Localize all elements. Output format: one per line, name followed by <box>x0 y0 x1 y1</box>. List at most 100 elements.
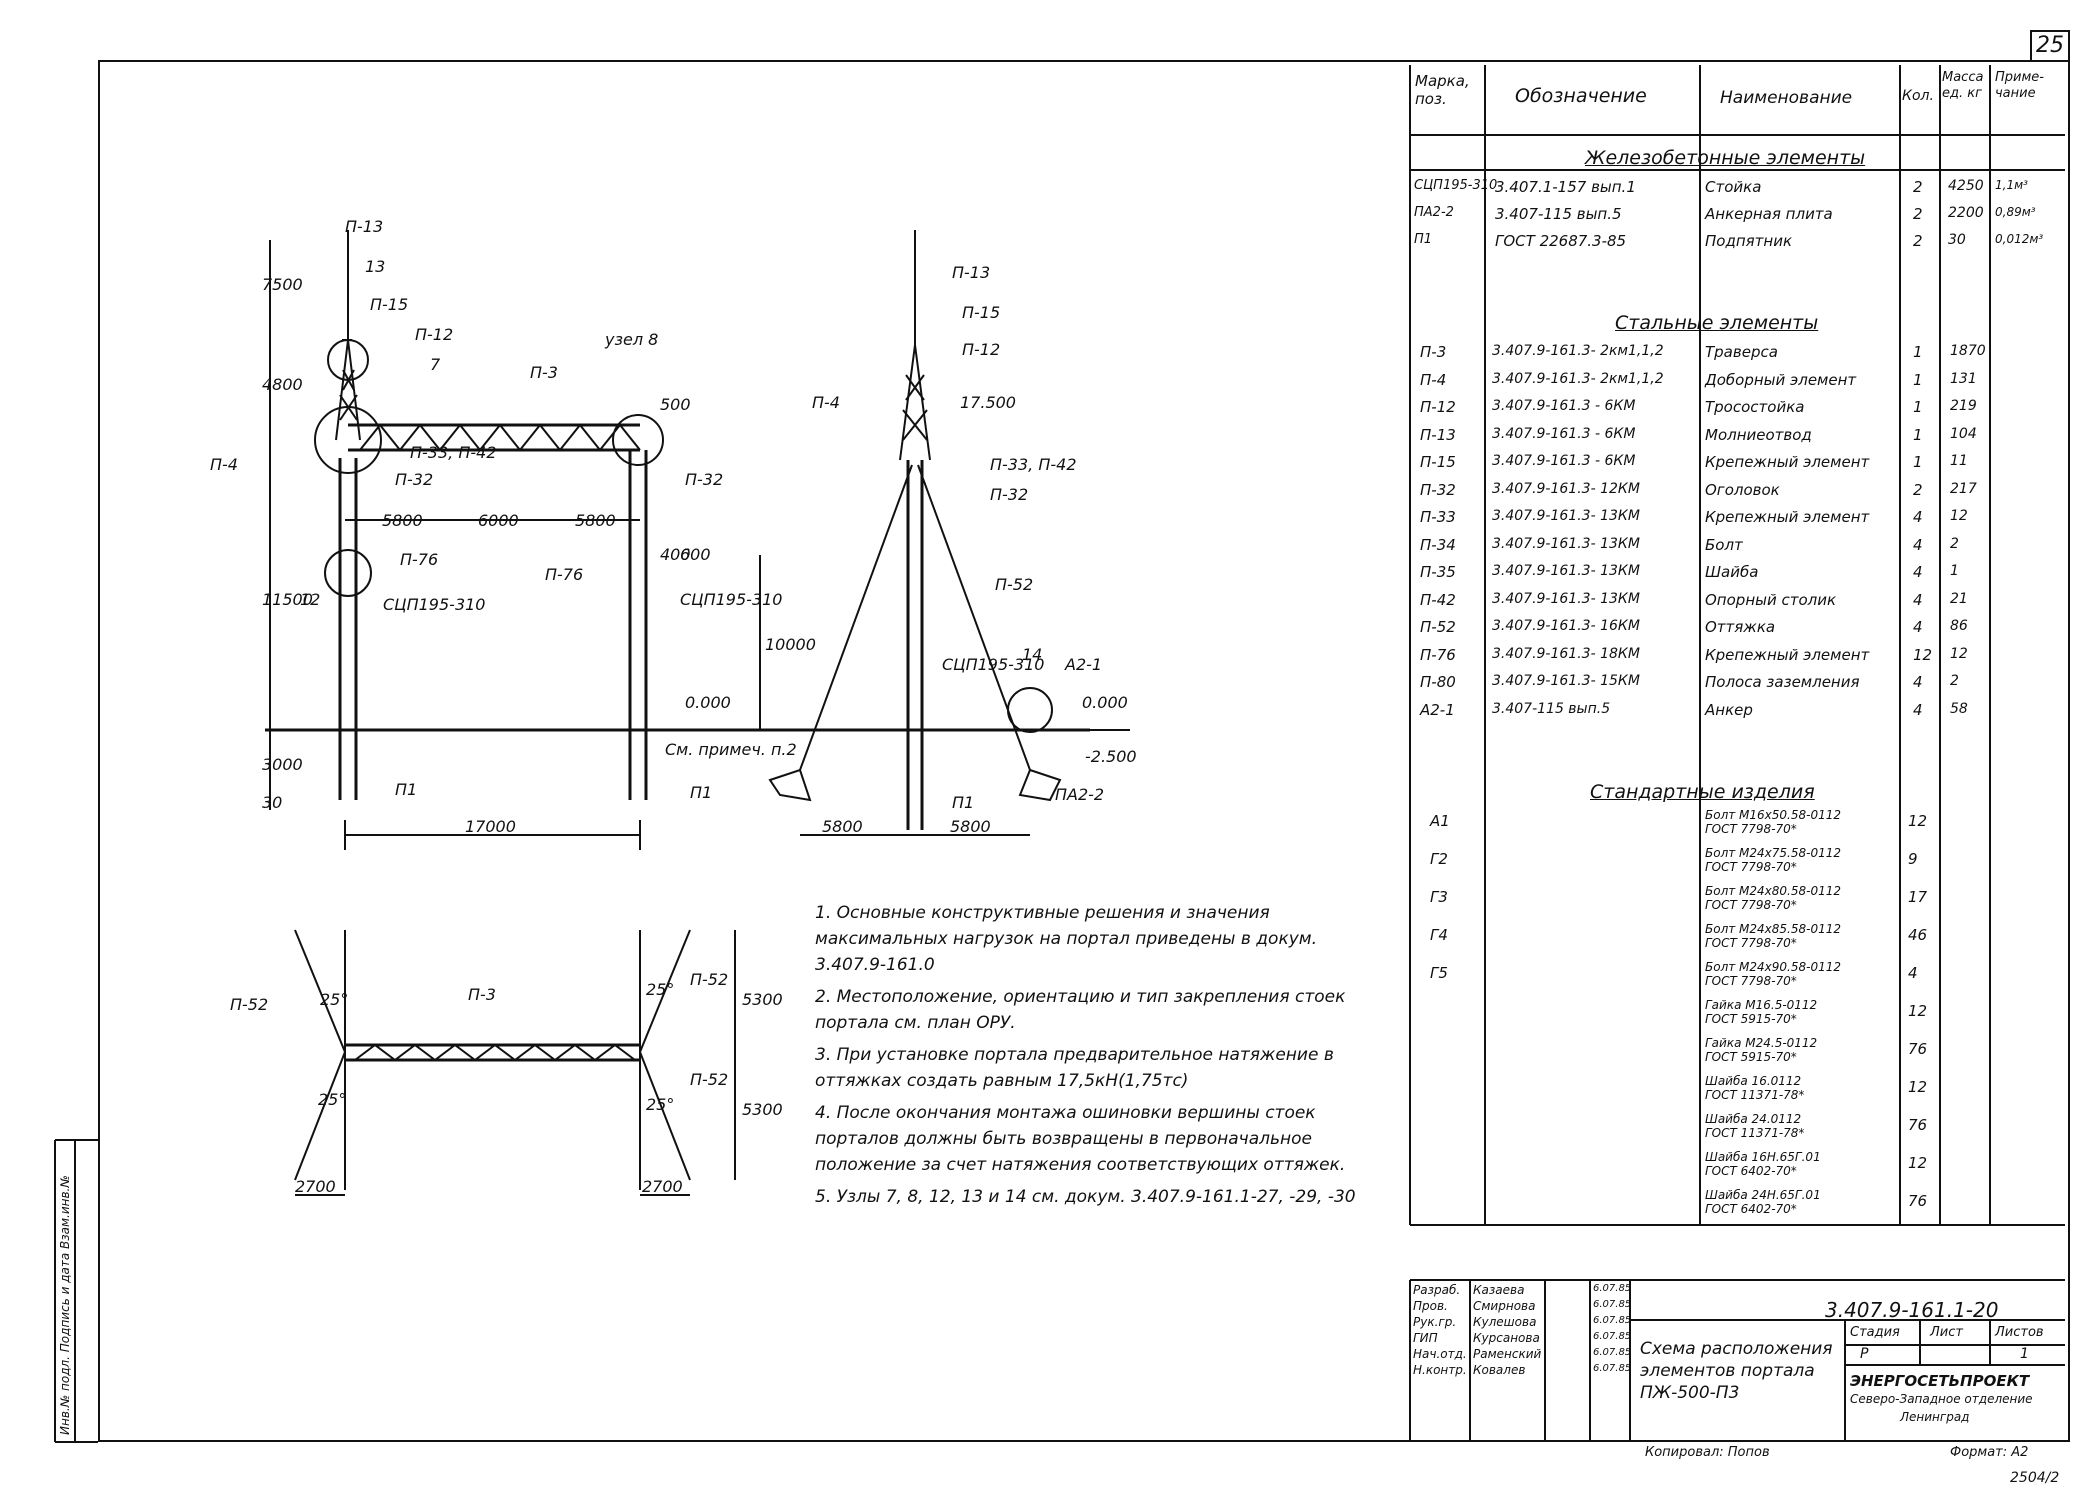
std-name: Болт М24х80.58-0112 <box>1705 884 1841 898</box>
steel-qty: 4 <box>1913 508 1923 526</box>
steel-designation: 3.407.9-161.3- 16КМ <box>1492 618 1640 634</box>
label-side-scp: СЦП195-310 <box>942 655 1044 674</box>
steel-name: Болт <box>1705 535 1743 554</box>
note-3: 3. При установке портала предварительное… <box>815 1045 1334 1091</box>
steel-mass: 217 <box>1950 480 1977 497</box>
std-name: Шайба 16.0112 <box>1705 1074 1802 1088</box>
dim-5800-b: 5800 <box>575 511 616 530</box>
steel-qty: 1 <box>1913 425 1923 444</box>
std-qty: 17 <box>1908 888 1928 906</box>
steel-mass: 131 <box>1950 370 1977 387</box>
std-mark: А1 <box>1430 812 1450 830</box>
steel-qty: 4 <box>1913 700 1923 719</box>
tb-date: 6.07.85 <box>1593 1347 1632 1358</box>
tb-date: 6.07.85 <box>1593 1363 1632 1374</box>
steel-mass: 12 <box>1950 645 1968 662</box>
rc-mass: 2200 <box>1948 205 1984 221</box>
label-uzel8: узел 8 <box>604 330 658 349</box>
rc-designation: 3.407.1-157 вып.1 <box>1495 178 1636 196</box>
note-1: 1. Основные конструктивные решения и зна… <box>815 903 1318 975</box>
general-notes: 1. Основные конструктивные решения и зна… <box>815 900 1375 1216</box>
steel-mark: П-4 <box>1420 370 1447 389</box>
steel-qty: 1 <box>1913 343 1923 361</box>
steel-mark: П-13 <box>1420 425 1456 444</box>
label-side-p15: П-15 <box>962 303 1000 322</box>
tb-role: Н.контр. <box>1413 1363 1467 1377</box>
plan-angle-1: 25° <box>320 990 348 1009</box>
steel-designation: 3.407.9-161.3- 15КМ <box>1492 673 1640 689</box>
label-side-p32: П-32 <box>990 485 1028 504</box>
tb-name: Казаева <box>1473 1283 1525 1297</box>
steel-name: Анкер <box>1705 700 1753 719</box>
steel-mark: П-80 <box>1420 673 1456 691</box>
steel-designation: 3.407.9-161.3- 13КМ <box>1492 590 1640 607</box>
rc-qty: 2 <box>1913 232 1923 250</box>
label-12: 12 <box>300 590 320 609</box>
steel-mass: 1 <box>1950 563 1959 579</box>
header-name: Наименование <box>1720 88 1853 108</box>
steel-mark: П-34 <box>1420 535 1456 554</box>
dim-6000: 6000 <box>478 511 519 530</box>
label-side-p33p42: П-33, П-42 <box>990 455 1077 474</box>
steel-qty: 4 <box>1913 618 1923 636</box>
rc-note: 1,1м³ <box>1995 178 2028 192</box>
steel-mass: 2 <box>1950 535 1959 552</box>
steel-mass: 1870 <box>1950 343 1986 359</box>
std-standard: ГОСТ 11371-78* <box>1705 1088 1805 1102</box>
std-qty: 9 <box>1908 850 1918 868</box>
note-2: 2. Местоположение, ориентацию и тип закр… <box>815 987 1346 1033</box>
std-qty: 46 <box>1908 926 1928 944</box>
label-snote: См. примеч. п.2 <box>665 740 797 759</box>
std-qty: 76 <box>1908 1040 1928 1058</box>
steel-designation: 3.407-115 вып.5 <box>1492 700 1611 717</box>
steel-qty: 1 <box>1913 398 1923 416</box>
plan-angle-4: 25° <box>646 1095 674 1114</box>
header-qty: Кол. <box>1902 88 1934 104</box>
rc-note: 0,012м³ <box>1995 232 2044 246</box>
rc-qty: 2 <box>1913 178 1923 196</box>
tb-date: 6.07.85 <box>1593 1315 1632 1326</box>
std-standard: ГОСТ 7798-70* <box>1705 936 1797 950</box>
note-4: 4. После окончания монтажа ошиновки верш… <box>815 1103 1346 1175</box>
steel-qty: 4 <box>1913 535 1923 554</box>
note-5: 5. Узлы 7, 8, 12, 13 и 14 см. докум. 3.4… <box>815 1187 1356 1207</box>
std-standard: ГОСТ 7798-70* <box>1705 974 1797 988</box>
tb-role: Нач.отд. <box>1413 1347 1467 1361</box>
format: Формат: А2 <box>1950 1445 2029 1460</box>
steel-mark: П-32 <box>1420 480 1456 499</box>
std-standard: ГОСТ 7798-70* <box>1705 898 1797 912</box>
steel-mark: П-15 <box>1420 453 1456 471</box>
std-standard: ГОСТ 5915-70* <box>1705 1012 1797 1026</box>
dim-400: 400 <box>660 545 691 564</box>
rc-name: Стойка <box>1705 178 1762 196</box>
steel-name: Оттяжка <box>1705 618 1776 636</box>
rc-mark: СЦП195-310 <box>1414 178 1498 193</box>
steel-name: Шайба <box>1705 563 1759 581</box>
rc-designation: 3.407-115 вып.5 <box>1495 205 1622 223</box>
steel-mass: 219 <box>1950 398 1977 414</box>
steel-mass: 86 <box>1950 618 1968 634</box>
std-mark: Г4 <box>1430 926 1448 944</box>
tb-role: Рук.гр. <box>1413 1315 1457 1329</box>
label-scp-left: СЦП195-310 <box>383 595 485 614</box>
steel-mass: 12 <box>1950 508 1968 524</box>
steel-qty: 4 <box>1913 590 1923 609</box>
section-std: Стандартные изделия <box>1590 781 1815 803</box>
label-7: 7 <box>430 355 441 374</box>
header-note: Приме- чание <box>1995 70 2044 101</box>
label-p3: П-3 <box>530 363 558 382</box>
dim-600: 600 <box>680 545 711 564</box>
std-qty: 12 <box>1908 812 1928 830</box>
steel-qty: 1 <box>1913 453 1923 471</box>
dim-minus2500: -2.500 <box>1085 747 1137 766</box>
sheet-number: 25 <box>2030 30 2070 60</box>
steel-qty: 1 <box>1913 370 1923 389</box>
rc-designation: ГОСТ 22687.3-85 <box>1495 232 1627 250</box>
copied-by: Копировал: Попов <box>1645 1445 1770 1460</box>
steel-qty: 4 <box>1913 563 1923 581</box>
steel-name: Опорный столик <box>1705 590 1837 609</box>
rc-name: Анкерная плита <box>1705 205 1833 223</box>
std-qty: 12 <box>1908 1078 1928 1096</box>
steel-mass: 21 <box>1950 590 1968 607</box>
